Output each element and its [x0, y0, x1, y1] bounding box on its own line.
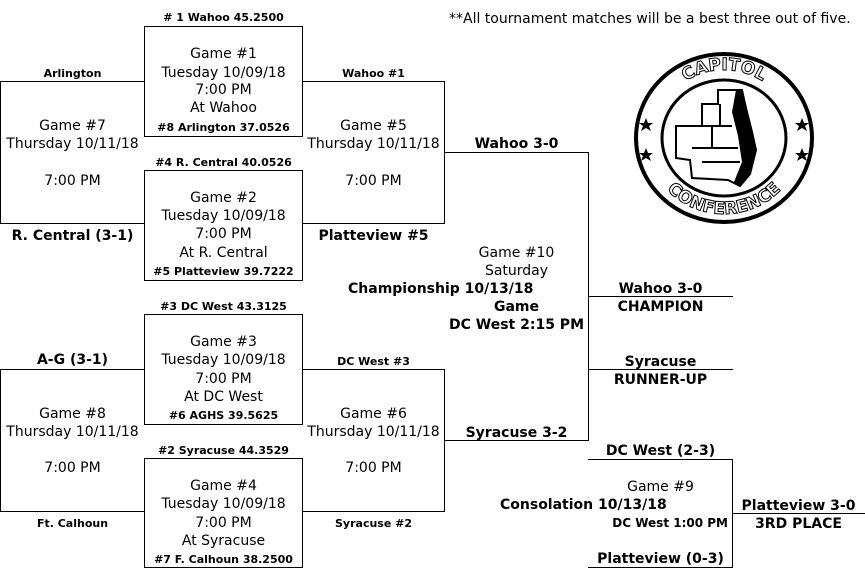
third-place-team: Platteview 3-0: [741, 498, 856, 514]
game-6-top-line: [302, 369, 445, 370]
game-10-label-2: Game: [493, 299, 540, 315]
game-8-bottom-line: [0, 511, 145, 512]
game-9-time: DC West 1:00 PM: [612, 516, 728, 530]
game-8-time: 7:00 PM: [44, 460, 101, 476]
seed-calhoun: #7 F. Calhoun 38.2500: [154, 553, 293, 566]
slot-rcentral-result: R. Central (3-1): [11, 228, 134, 244]
game-9-label: Consolation 10/13/18: [500, 497, 667, 513]
capitol-conference-logo: CAPITOL CONFERENCE: [634, 52, 814, 224]
seed-rcentral: #4 R. Central 40.0526: [155, 156, 292, 169]
game-5-time: 7:00 PM: [345, 173, 402, 189]
game-4-time: 7:00 PM: [195, 515, 252, 531]
slot-ft-calhoun: Ft. Calhoun: [36, 517, 109, 530]
runnerup-team: Syracuse: [624, 354, 697, 370]
game-7-title: Game #7: [39, 118, 106, 134]
seed-platteview: #5 Platteview 39.7222: [153, 265, 294, 278]
slot-platteview-5: Platteview #5: [318, 228, 429, 244]
game-4-day: Tuesday 10/09/18: [161, 496, 286, 512]
game-5-bottom-line: [302, 223, 445, 224]
game-6-day: Thursday 10/11/18: [307, 424, 440, 440]
star-icon: [639, 118, 809, 161]
game-5-title: Game #5: [340, 118, 407, 134]
runnerup-line: [588, 369, 733, 370]
game-8-top-line: [0, 369, 145, 370]
slot-platteview-result: Platteview (0-3): [597, 551, 724, 567]
game-4-site: At Syracuse: [181, 533, 266, 549]
seed-wahoo: # 1 Wahoo 45.2500: [163, 11, 284, 24]
seed-dcwest: #3 DC West 43.3125: [160, 300, 287, 313]
runnerup-label: RUNNER-UP: [613, 372, 708, 388]
slot-dcwest-result: DC West (2-3): [605, 443, 716, 459]
slot-arlington: Arlington: [43, 67, 102, 80]
slot-syracuse-2: Syracuse #2: [335, 517, 412, 530]
consolation-top-line: [588, 459, 733, 460]
game-8-day: Thursday 10/11/18: [6, 424, 139, 440]
game-9-title: Game #9: [627, 479, 694, 495]
slot-wahoo-1: Wahoo #1: [342, 67, 405, 80]
game-7-day: Thursday 10/11/18: [6, 136, 139, 152]
game-8-left-line: [0, 369, 1, 512]
nebraska-map-icon: [675, 89, 758, 188]
slot-dcwest-3: DC West #3: [337, 355, 410, 368]
tournament-note: **All tournament matches will be a best …: [449, 11, 851, 27]
slot-wahoo-result: Wahoo 3-0: [474, 136, 559, 152]
game-7-bottom-line: [0, 223, 145, 224]
third-place-line: [732, 513, 865, 514]
game-8-title: Game #8: [39, 406, 106, 422]
game-5-top-line: [302, 81, 445, 82]
seed-syracuse: #2 Syracuse 44.3529: [158, 444, 289, 457]
game-7-left-line: [0, 81, 1, 224]
game-2-box: [144, 170, 303, 281]
game-7-time: 7:00 PM: [44, 173, 101, 189]
game-4-title: Game #4: [190, 478, 257, 494]
game-6-bottom-line: [302, 511, 445, 512]
game-2-site: At R. Central: [179, 245, 268, 261]
game-3-site: At DC West: [184, 389, 263, 405]
champion-label: CHAMPION: [617, 299, 704, 315]
championship-top-line: [444, 152, 589, 153]
slot-syracuse-result: Syracuse 3-2: [465, 425, 568, 441]
game-2-title: Game #2: [190, 190, 257, 206]
game-2-day: Tuesday 10/09/18: [161, 208, 286, 224]
game-5-day: Thursday 10/11/18: [307, 136, 440, 152]
game-3-day: Tuesday 10/09/18: [161, 352, 286, 368]
game-1-time: 7:00 PM: [195, 82, 252, 98]
game-10-time: DC West 2:15 PM: [449, 317, 584, 333]
champion-line: [588, 296, 733, 297]
game-7-top-line: [0, 81, 145, 82]
game-2-time: 7:00 PM: [195, 226, 252, 242]
game-4-box: [144, 458, 303, 568]
game-6-title: Game #6: [340, 406, 407, 422]
consolation-bottom-line: [588, 567, 733, 568]
game-10-day: Saturday: [484, 263, 549, 279]
game-1-day: Tuesday 10/09/18: [161, 65, 286, 81]
game-3-time: 7:00 PM: [195, 371, 252, 387]
game-3-title: Game #3: [190, 334, 257, 350]
slot-ag-result: A-G (3-1): [36, 352, 109, 368]
game-1-title: Game #1: [190, 46, 257, 62]
game-6-time: 7:00 PM: [345, 460, 402, 476]
championship-bottom-line: [444, 440, 589, 441]
seed-aghs: #6 AGHS 39.5625: [168, 409, 279, 422]
game-1-site: At Wahoo: [190, 100, 257, 116]
game-10-label: Championship 10/13/18: [348, 281, 534, 297]
game-10-title: Game #10: [478, 245, 555, 261]
champion-team: Wahoo 3-0: [618, 281, 703, 297]
seed-arlington: #8 Arlington 37.0526: [157, 121, 290, 134]
third-place-label: 3RD PLACE: [755, 516, 842, 532]
